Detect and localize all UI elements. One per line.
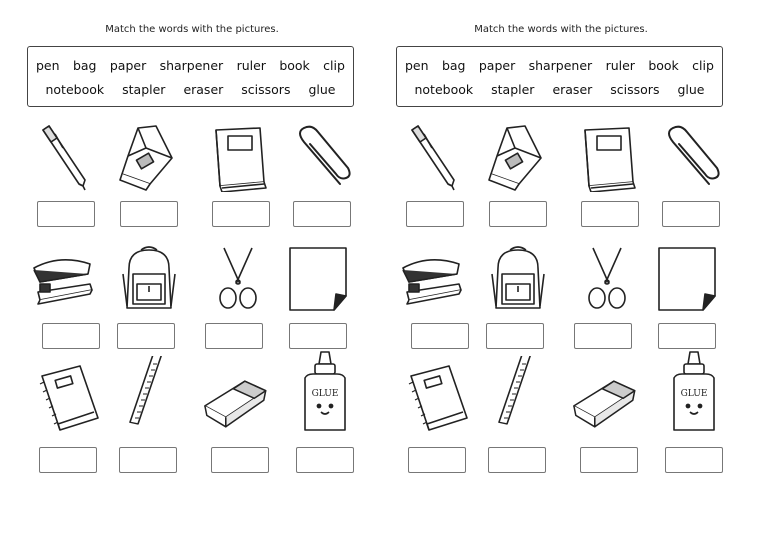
answer-box[interactable]	[39, 447, 97, 473]
word-eraser: eraser	[552, 82, 593, 97]
word-sharpener: sharpener	[528, 58, 593, 73]
answer-box[interactable]	[117, 323, 175, 349]
answer-box[interactable]	[211, 447, 269, 473]
sharpener-icon	[485, 122, 549, 192]
answer-box[interactable]	[411, 323, 469, 349]
answer-box[interactable]	[489, 201, 547, 227]
word-clip: clip	[692, 58, 714, 73]
clip-icon	[659, 122, 723, 192]
answer-box[interactable]	[665, 447, 723, 473]
word-book: book	[648, 58, 679, 73]
word-notebook: notebook	[414, 82, 474, 97]
answer-box[interactable]	[212, 201, 270, 227]
scissors-icon	[206, 244, 270, 314]
ruler-icon	[483, 351, 547, 426]
word-paper: paper	[478, 58, 516, 73]
answer-box[interactable]	[296, 447, 354, 473]
answer-box[interactable]	[42, 323, 100, 349]
word-notebook: notebook	[45, 82, 105, 97]
answer-box[interactable]	[406, 201, 464, 227]
word-paper: paper	[109, 58, 147, 73]
word-bank: pen bag paper sharpener ruler book clip …	[396, 46, 723, 107]
word-ruler: ruler	[236, 58, 266, 73]
word-pen: pen	[405, 58, 429, 73]
word-bank-row-1: pen bag paper sharpener ruler book clip	[28, 58, 353, 73]
paper-icon	[655, 244, 719, 314]
word-bank-row-2: notebook stapler eraser scissors glue	[28, 82, 353, 97]
word-pen: pen	[36, 58, 60, 73]
word-book: book	[279, 58, 310, 73]
word-scissors: scissors	[241, 82, 291, 97]
answer-box[interactable]	[293, 201, 351, 227]
word-glue: glue	[308, 82, 336, 97]
answer-box[interactable]	[119, 447, 177, 473]
paper-icon	[286, 244, 350, 314]
word-stapler: stapler	[491, 82, 535, 97]
glue-icon: GLUE	[662, 351, 726, 431]
word-ruler: ruler	[605, 58, 635, 73]
answer-box[interactable]	[581, 201, 639, 227]
stapler-icon	[30, 248, 94, 318]
answer-box[interactable]	[488, 447, 546, 473]
word-eraser: eraser	[183, 82, 224, 97]
answer-box[interactable]	[289, 323, 347, 349]
word-stapler: stapler	[122, 82, 166, 97]
answer-box[interactable]	[486, 323, 544, 349]
instruction-text: Match the words with the pictures.	[105, 24, 279, 35]
book-icon	[208, 122, 272, 193]
word-bag: bag	[72, 58, 97, 73]
bag-icon	[486, 244, 550, 314]
answer-box[interactable]	[580, 447, 638, 473]
worksheet-right: Match the words with the pictures. pen b…	[369, 0, 753, 543]
instruction-text: Match the words with the pictures.	[474, 24, 648, 35]
glue-label-text: GLUE	[681, 389, 708, 399]
worksheet-left: Match the words with the pictures. pen b…	[27, 24, 357, 473]
answer-box[interactable]	[574, 323, 632, 349]
notebook-icon	[36, 362, 100, 432]
ruler-icon	[114, 351, 178, 426]
sharpener-icon	[116, 122, 180, 192]
eraser-icon	[203, 366, 267, 436]
stapler-icon	[399, 248, 463, 318]
word-clip: clip	[323, 58, 345, 73]
word-glue: glue	[677, 82, 705, 97]
answer-box[interactable]	[205, 323, 263, 349]
book-icon	[577, 122, 641, 193]
word-scissors: scissors	[610, 82, 660, 97]
bag-icon	[117, 244, 181, 314]
glue-label-text: GLUE	[312, 389, 339, 399]
answer-box[interactable]	[408, 447, 466, 473]
word-bank-row-2: notebook stapler eraser scissors glue	[397, 82, 722, 97]
answer-box[interactable]	[658, 323, 716, 349]
eraser-icon	[572, 366, 636, 436]
clip-icon	[290, 122, 354, 192]
pen-icon	[33, 122, 97, 192]
word-sharpener: sharpener	[159, 58, 224, 73]
scissors-icon	[575, 244, 639, 314]
answer-box[interactable]	[120, 201, 178, 227]
answer-box[interactable]	[37, 201, 95, 227]
glue-icon: GLUE	[293, 351, 357, 431]
pen-icon	[402, 122, 466, 192]
word-bank-row-1: pen bag paper sharpener ruler book clip	[397, 58, 722, 73]
notebook-icon	[405, 362, 469, 432]
word-bag: bag	[441, 58, 466, 73]
answer-box[interactable]	[662, 201, 720, 227]
word-bank: pen bag paper sharpener ruler book clip …	[27, 46, 354, 107]
